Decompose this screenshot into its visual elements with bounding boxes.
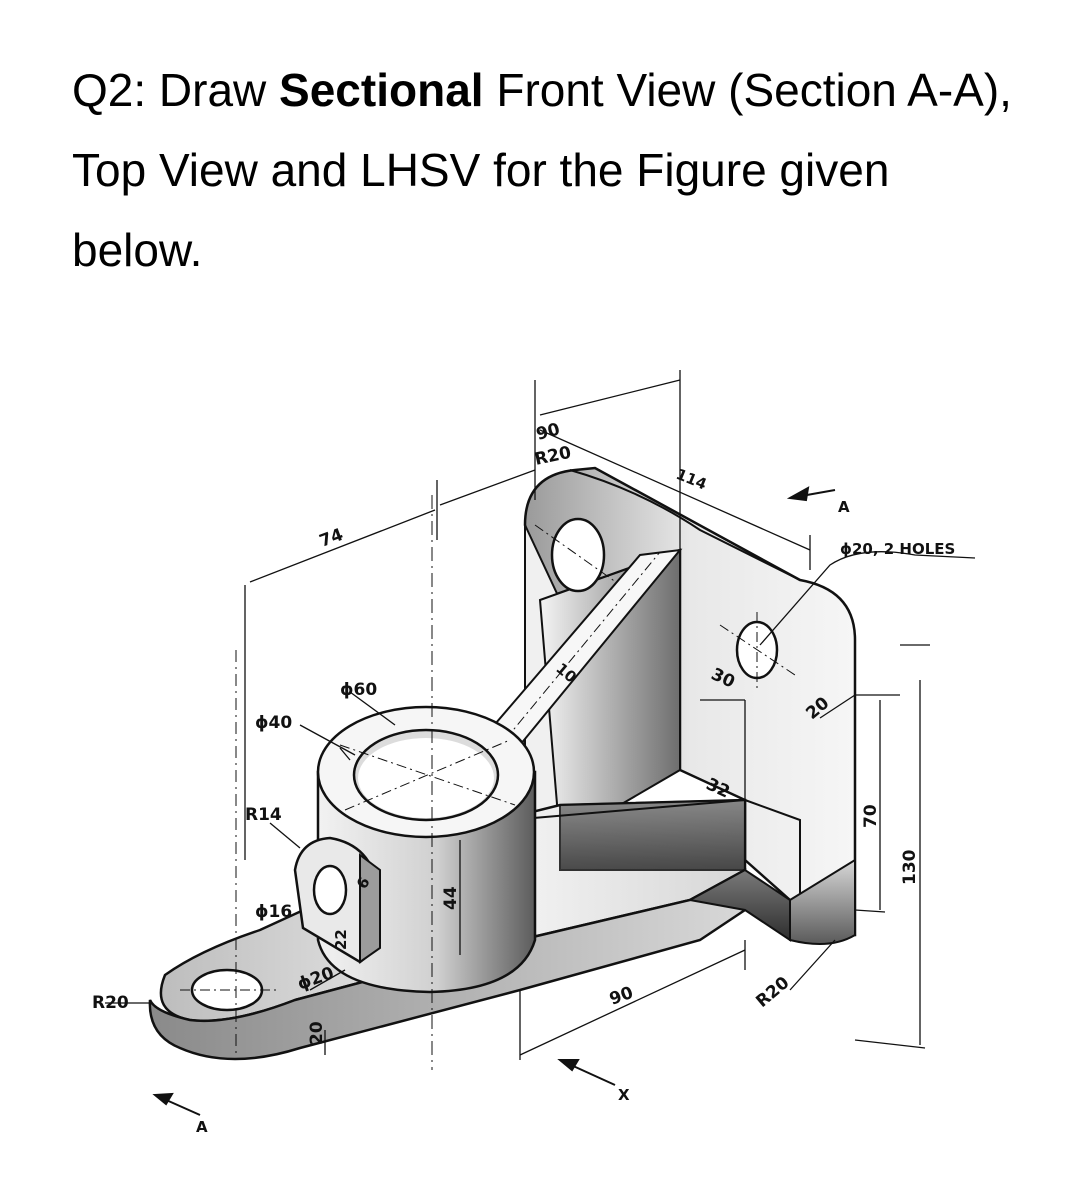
question-text: Q2: Draw Sectional Front View (Section A…	[72, 50, 1032, 290]
section-label-a-bottom: A	[196, 1118, 208, 1136]
dim-r14: R14	[245, 805, 282, 825]
dim-r20-top: R20	[533, 443, 573, 470]
plate-hole-upper	[550, 517, 606, 593]
section-label-a-top: A	[838, 498, 850, 516]
dim-phi40: ϕ40	[255, 713, 292, 733]
question-prefix: Q2: Draw	[72, 64, 280, 116]
view-arrow-x	[557, 1059, 616, 1086]
dim-70: 70	[861, 804, 881, 828]
dim-114: 114	[674, 465, 710, 493]
dim-r20-left: R20	[92, 993, 129, 1013]
section-arrow-bottom	[152, 1092, 201, 1116]
dim-90-top: 90	[534, 419, 562, 444]
question-emphasis: Sectional	[279, 64, 484, 116]
section-arrow-top	[786, 486, 836, 502]
dim-phi60: ϕ60	[340, 680, 377, 700]
dim-holes: ϕ20, 2 HOLES	[840, 540, 955, 558]
isometric-drawing: 74 90 R20 114 A ϕ20, 2 HOLES ϕ60 ϕ40 R14…	[92, 370, 976, 1136]
side-lug	[293, 836, 381, 964]
dim-44: 44	[441, 886, 461, 910]
dim-22: 22	[332, 929, 350, 950]
dim-phi16: ϕ16	[255, 902, 292, 922]
dim-90-bottom: 90	[607, 983, 636, 1010]
dim-r20-right: R20	[752, 973, 793, 1012]
dim-74: 74	[317, 525, 346, 552]
dimension-lines	[105, 370, 976, 1060]
dim-130: 130	[900, 849, 920, 885]
view-label-x: X	[618, 1086, 630, 1104]
question-suffix: Front View (Section A-A), Top View and L…	[72, 64, 1012, 276]
dim-20-base: 20	[307, 1021, 327, 1045]
